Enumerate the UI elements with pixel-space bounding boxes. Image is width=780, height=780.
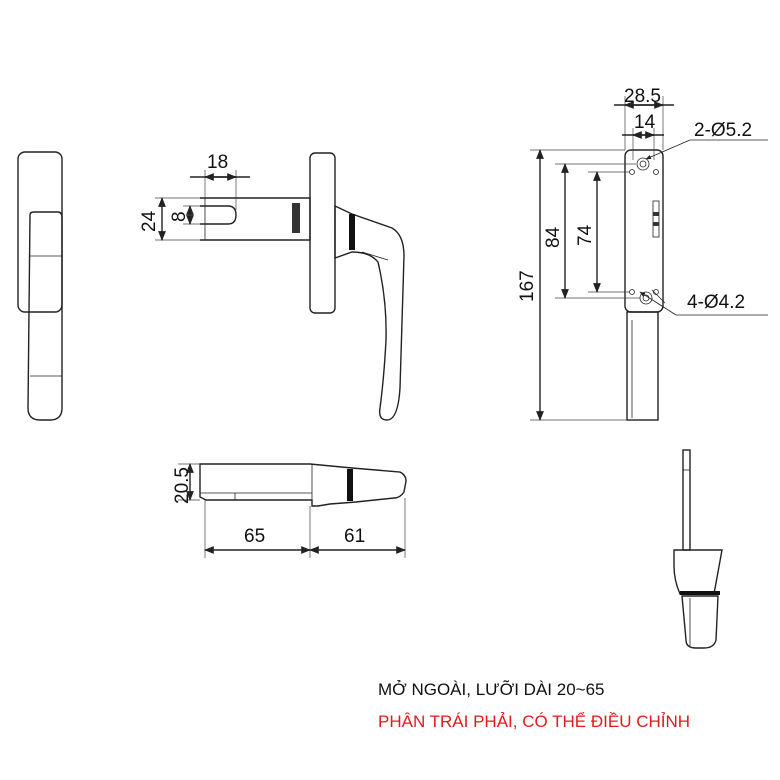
dim-28-5: 28.5 [624,86,661,107]
note-open-out: MỞ NGOÀI, LƯỠI DÀI 20~65 [378,680,605,699]
front-view [624,149,664,421]
dim-167: 167 [517,270,538,302]
top-view [199,463,407,507]
front-view-dimensions: 28.5 14 2-Ø5.2 4-Ø4.2 84 74 167 [517,86,768,421]
dim-61: 61 [344,526,365,547]
edge-view [17,151,63,421]
dim-24: 24 [139,210,160,232]
dim-74: 74 [575,224,596,246]
dim-65: 65 [244,526,265,547]
dim-18: 18 [207,152,228,173]
end-view [673,449,723,649]
dim-8: 8 [169,211,190,222]
top-view-dimensions: 20.5 65 61 [172,463,406,558]
side-view [200,152,405,421]
dim-hole-bottom: 4-Ø4.2 [687,292,745,313]
dim-hole-top: 2-Ø5.2 [694,120,752,141]
dim-20-5: 20.5 [172,467,193,504]
dim-84: 84 [543,226,564,248]
dim-14: 14 [634,112,656,133]
side-view-dimensions: 18 24 8 [139,152,250,241]
note-left-right-adjustable: PHÂN TRÁI PHẢI, CÓ THỂ ĐIỀU CHỈNH [378,712,691,731]
